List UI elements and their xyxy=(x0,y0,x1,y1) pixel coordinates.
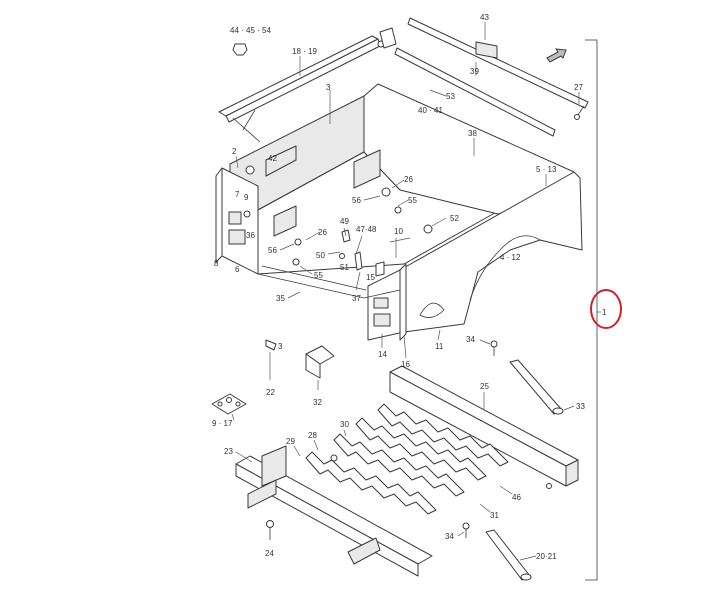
label-3: 3 xyxy=(326,83,331,92)
label-3b: 3 xyxy=(278,342,283,351)
label-43: 43 xyxy=(480,13,489,22)
label-24: 24 xyxy=(265,549,274,558)
label-14: 14 xyxy=(378,350,387,359)
label-4: 4 · 12 xyxy=(500,253,521,262)
frame-23 xyxy=(235,445,433,577)
label-52: 52 xyxy=(450,214,459,223)
label-49: 49 xyxy=(340,217,349,226)
label-34a: 34 xyxy=(466,335,475,344)
label-6: 6 xyxy=(235,265,240,274)
label-9b: 9 · 17 xyxy=(212,419,233,428)
label-39: 39 xyxy=(470,67,479,76)
bed-hardware xyxy=(243,165,433,277)
label-5: 5 · 13 xyxy=(536,165,557,174)
label-51: 51 xyxy=(340,263,349,272)
label-8: 8 xyxy=(214,259,219,268)
label-11: 11 xyxy=(435,342,444,351)
label-25: 25 xyxy=(480,382,489,391)
part-44-cap xyxy=(232,43,248,56)
label-55b: 55 xyxy=(314,271,323,280)
label-28: 28 xyxy=(308,431,317,440)
strap-33 xyxy=(509,359,564,415)
bolt-27 xyxy=(574,105,585,120)
bolt-34-upper xyxy=(490,340,498,356)
corrugated-supports xyxy=(305,403,509,515)
crossmember-25 xyxy=(389,365,579,487)
label-32: 32 xyxy=(313,398,322,407)
label-16: 16 xyxy=(401,360,410,369)
fastener-46 xyxy=(546,483,552,489)
strap-20-21 xyxy=(485,529,532,581)
label-22: 22 xyxy=(266,388,275,397)
label-30: 30 xyxy=(340,420,349,429)
fastener-28 xyxy=(330,454,338,462)
label-27: 27 xyxy=(574,83,583,92)
label-36: 36 xyxy=(246,231,255,240)
bolt-34-lower xyxy=(462,522,470,538)
label-50: 50 xyxy=(316,251,325,260)
label-38: 38 xyxy=(468,129,477,138)
highlight-circle xyxy=(590,289,622,329)
label-42: 42 xyxy=(268,154,277,163)
front-arrow-icon xyxy=(546,48,567,63)
side-rail-left xyxy=(218,35,385,143)
label-20: 20·21 xyxy=(536,552,557,561)
label-35: 35 xyxy=(276,294,285,303)
label-55a: 55 xyxy=(408,196,417,205)
label-46: 46 xyxy=(512,493,521,502)
callout-labels: 44 · 45 · 54 18 · 19 43 39 27 53 40 · 41… xyxy=(212,13,607,561)
label-47: 47·48 xyxy=(356,225,377,234)
label-26b: 26 xyxy=(318,228,327,237)
label-40: 40 · 41 xyxy=(418,106,443,115)
label-2: 2 xyxy=(232,147,237,156)
bolt-24 xyxy=(266,520,274,540)
label-33: 33 xyxy=(576,402,585,411)
label-18: 18 · 19 xyxy=(292,47,317,56)
assembly-bracket xyxy=(585,39,598,581)
label-34b: 34 xyxy=(445,532,454,541)
label-56a: 56 xyxy=(352,196,361,205)
label-26a: 26 xyxy=(404,175,413,184)
bracket-32 xyxy=(305,345,335,379)
leader-lines xyxy=(231,22,580,561)
label-56b: 56 xyxy=(268,246,277,255)
plate-9-17 xyxy=(211,393,247,415)
cross-rail-39 xyxy=(379,27,556,137)
truck-bed-body xyxy=(215,83,583,341)
label-10: 10 xyxy=(394,227,403,236)
label-15: 15 xyxy=(366,273,375,282)
label-7: 7 xyxy=(235,190,240,199)
label-37: 37 xyxy=(352,294,361,303)
label-29: 29 xyxy=(286,437,295,446)
clip-22 xyxy=(265,339,277,380)
label-9: 9 xyxy=(244,193,249,202)
cross-rail-43 xyxy=(407,17,589,109)
label-53: 53 xyxy=(446,92,455,101)
label-1: 1 xyxy=(602,308,607,317)
label-31: 31 xyxy=(490,511,499,520)
label-44: 44 · 45 · 54 xyxy=(230,26,271,35)
label-23: 23 xyxy=(224,447,233,456)
